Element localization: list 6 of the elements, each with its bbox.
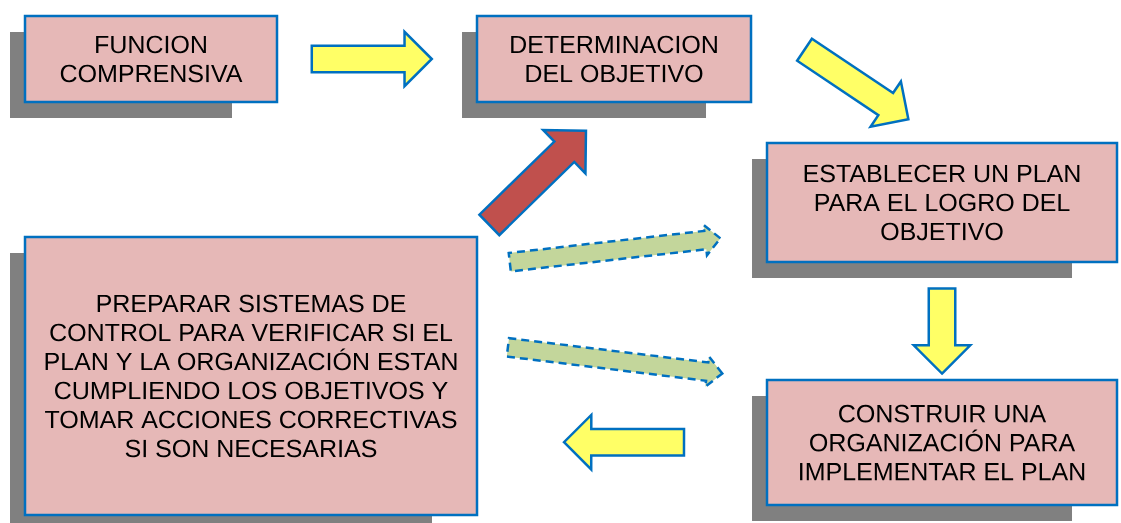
process-box: FUNCION COMPRENSIVA [10, 14, 279, 118]
process-box: PREPARAR SISTEMAS DE CONTROL PARA VERIFICAR SI EL PLAN Y LA ORGANIZACIÓN ESTAN CUMPLIENDO LOS OBJETIVOS Y TOMAR ACCIONES CORRECTIVAS SI SON NECESARIAS [10, 235, 479, 523]
process-box: CONSTRUIR UNA ORGANIZACIÓN PARA IMPLEMENTAR EL PLAN [752, 378, 1119, 521]
block-arrow [477, 128, 588, 237]
process-box: DETERMINACION DEL OBJETIVO [462, 14, 753, 118]
process-box: ESTABLECER UN PLAN PARA EL LOGRO DEL OBJETIVO [752, 141, 1119, 278]
